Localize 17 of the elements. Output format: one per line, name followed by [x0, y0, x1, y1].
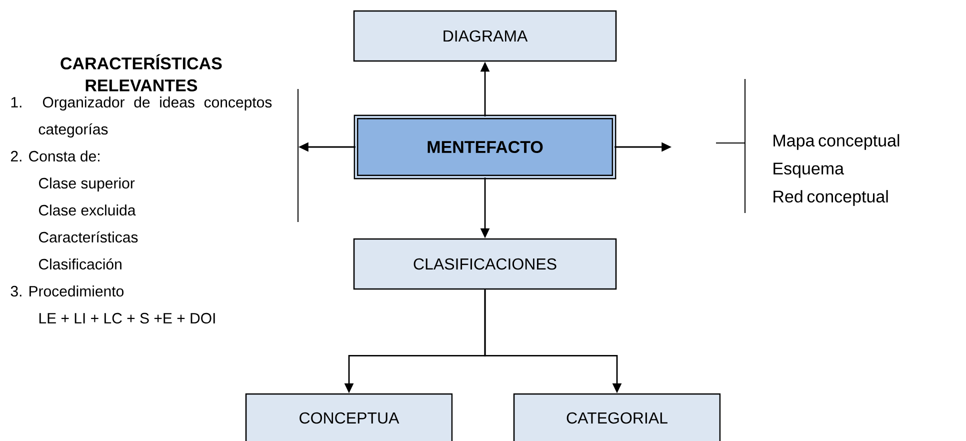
- list-item: Clase excluida: [38, 204, 136, 216]
- list-item: 2. Consta de:: [10, 150, 100, 162]
- concept-box: CATEGORIAL: [513, 393, 721, 441]
- list-item: Características: [38, 231, 138, 243]
- concept-box: CONCEPTUA: [245, 393, 453, 441]
- list-item: 3. Procedimiento: [10, 286, 124, 297]
- list-item: Red conceptual: [774, 190, 888, 206]
- concept-box: DIAGRAMA: [353, 10, 617, 62]
- central-box: MENTEFACTO: [354, 114, 616, 180]
- list-item: LE + LI + LC + S +E + DOI: [39, 312, 215, 324]
- list-item: Esquema: [774, 162, 844, 178]
- list-item: Mapa conceptual: [774, 134, 900, 150]
- heading: CARACTERÍSTICAS RELEVANTES: [60, 54, 222, 92]
- concept-box: CLASIFICACIONES: [353, 238, 617, 290]
- list-item: 1. Organizador de ideas conceptos categorías: [11, 96, 272, 138]
- list-item: Clasificación: [38, 258, 122, 270]
- list-item: Clase superior: [38, 178, 135, 192]
